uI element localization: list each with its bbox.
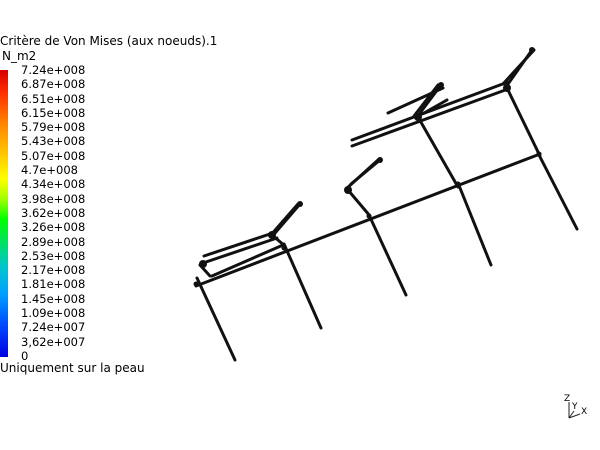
leg-1 (195, 276, 237, 362)
top-rail-right-b (350, 87, 510, 148)
top-rail-left-b (204, 236, 279, 264)
axis-triad[interactable]: Z Y X (560, 392, 592, 426)
leg-2 (282, 242, 323, 330)
arm-2b (412, 83, 440, 118)
scale-tick-label: 0 (21, 348, 29, 363)
legend-unit: N_m2 (2, 49, 37, 63)
scale-tick-label: 3.26e+008 (21, 220, 86, 235)
scale-tick-label: 2.17e+008 (21, 263, 86, 278)
axis-x-label: X (581, 407, 587, 417)
scale-tick-label: 5.79e+008 (21, 120, 86, 135)
scale-tick-label: 7.24e+007 (21, 320, 86, 335)
scale-tick-label: 1.81e+008 (21, 277, 86, 292)
legend-title: Critère de Von Mises (aux noeuds).1 (0, 34, 218, 48)
leg-6 (505, 86, 542, 158)
scale-tick-label: 1.45e+008 (21, 291, 86, 306)
arm-1b (501, 48, 536, 86)
top-rail-left-c (210, 243, 285, 278)
color-scale-bar (0, 70, 8, 357)
scale-tick-label: 5.07e+008 (21, 148, 86, 163)
arm-4 (273, 202, 302, 235)
leg-7 (416, 115, 460, 189)
axis-y-label: Y (571, 402, 578, 412)
leg-5 (536, 151, 579, 231)
diagonal-1 (386, 86, 445, 115)
scale-tick-label: 6.15e+008 (21, 105, 86, 120)
scale-tick-label: 7.24e+008 (21, 63, 86, 77)
scale-tick-label: 2.53e+008 (21, 248, 86, 263)
scale-tick-label: 1.09e+008 (21, 306, 86, 321)
leg-4 (456, 181, 493, 267)
scale-tick-label: 6.87e+008 (21, 77, 86, 92)
legend-note: Uniquement sur la peau (0, 361, 145, 375)
top-rail-left-a (202, 230, 278, 258)
scale-tick-label: 6.51e+008 (21, 91, 86, 106)
axis-z-label: Z (564, 394, 570, 404)
scale-tick-label: 4.34e+008 (21, 177, 86, 192)
arm-3b (344, 158, 380, 191)
scale-tick-label: 5.43e+008 (21, 134, 86, 149)
main-beam (194, 152, 542, 288)
scale-tick-label: 3.62e+008 (21, 205, 86, 220)
leg-3 (367, 213, 408, 297)
arm-4b (268, 202, 300, 238)
scale-tick-label: 3,62e+007 (21, 334, 86, 349)
diagonal-2 (422, 98, 449, 115)
scale-tick-label: 3.98e+008 (21, 191, 86, 206)
leg-8 (346, 188, 372, 218)
scale-tick-label: 4.7e+008 (21, 163, 78, 178)
scale-tick-label: 2.89e+008 (21, 234, 86, 249)
